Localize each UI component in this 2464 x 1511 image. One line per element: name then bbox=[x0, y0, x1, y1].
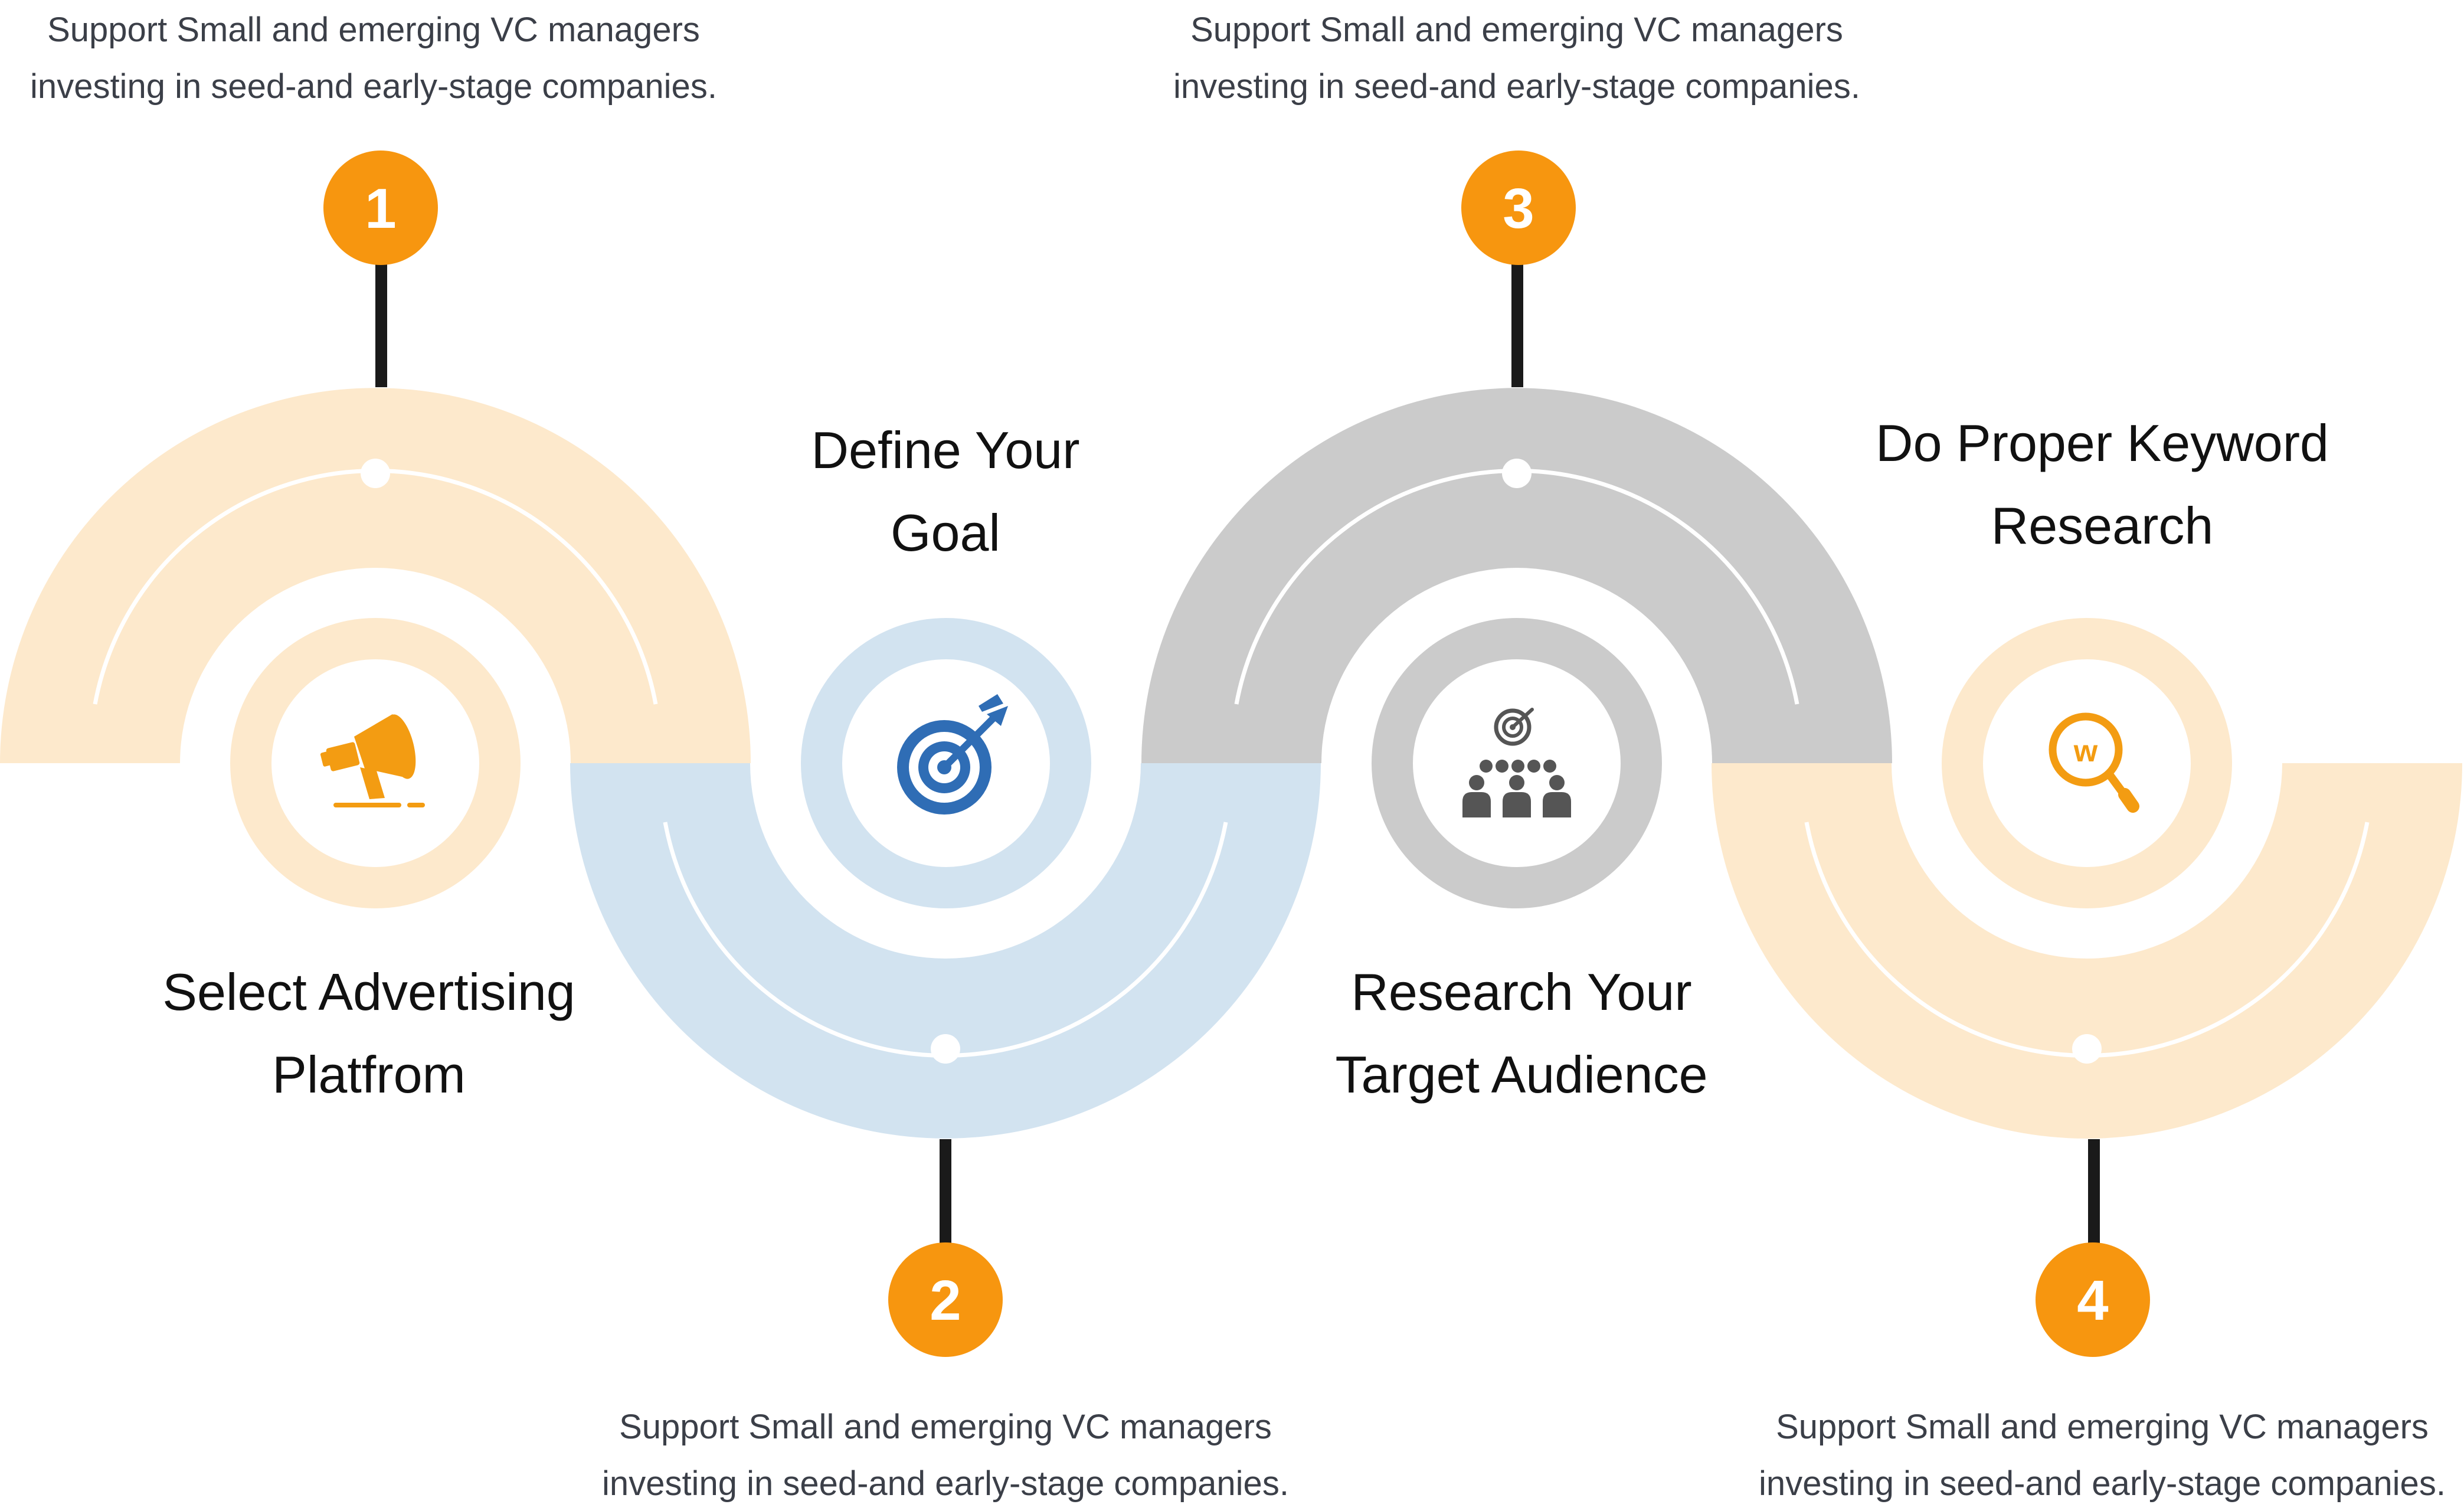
step-3-badge bbox=[1461, 151, 1576, 265]
step-1-number: 1 bbox=[365, 177, 396, 240]
step-4-description-line-2: investing in seed-and early-stage compan… bbox=[1759, 1464, 2446, 1503]
step-3-title-line-1: Research Your bbox=[1351, 963, 1691, 1021]
target-arrow-icon bbox=[897, 694, 1008, 815]
megaphone-icon bbox=[320, 714, 425, 807]
svg-text:w: w bbox=[2073, 734, 2098, 768]
step-2-title-line-2: Goal bbox=[891, 503, 1000, 562]
step-1-description-line-2: investing in seed-and early-stage compan… bbox=[30, 67, 717, 106]
audience-target-icon bbox=[1462, 708, 1571, 817]
step-4-number: 4 bbox=[2077, 1269, 2108, 1332]
step-2-badge bbox=[888, 1242, 1003, 1357]
band-3 bbox=[1141, 388, 1892, 763]
step-2-number: 2 bbox=[930, 1269, 961, 1332]
step-1-description-line-1: Support Small and emerging VC managers bbox=[47, 11, 700, 49]
step-3-title-line-2: Target Audience bbox=[1335, 1045, 1707, 1104]
step-4-badge bbox=[2036, 1242, 2150, 1357]
step-3-number: 3 bbox=[1503, 177, 1534, 240]
step-2-description-line-2: investing in seed-and early-stage compan… bbox=[602, 1464, 1289, 1503]
step-1-badge bbox=[323, 151, 438, 265]
band-2 bbox=[570, 763, 1321, 1139]
band-1-dot bbox=[361, 459, 390, 488]
step-4-description-line-1: Support Small and emerging VC managers bbox=[1776, 1408, 2429, 1446]
step-3-description-line-2: investing in seed-and early-stage compan… bbox=[1173, 67, 1860, 106]
step-3-description-line-1: Support Small and emerging VC managers bbox=[1190, 11, 1843, 49]
step-4-title-line-1: Do Proper Keyword bbox=[1876, 414, 2329, 472]
step-4-title-line-2: Research bbox=[1991, 496, 2214, 555]
stem-4 bbox=[2088, 1139, 2100, 1267]
stem-1 bbox=[375, 260, 387, 387]
step-2-description-line-1: Support Small and emerging VC managers bbox=[619, 1408, 1272, 1446]
keyword-search-icon: w bbox=[2049, 712, 2139, 813]
step-2-title-line-1: Define Your bbox=[811, 421, 1079, 479]
stem-2 bbox=[940, 1139, 951, 1267]
stem-3 bbox=[1511, 260, 1523, 387]
band-3-dot bbox=[1502, 459, 1532, 488]
band-4 bbox=[1712, 763, 2462, 1139]
band-4-dot bbox=[2072, 1034, 2102, 1064]
step-1-title-line-2: Platfrom bbox=[272, 1045, 466, 1104]
step-1-title-line-1: Select Advertising bbox=[162, 963, 575, 1021]
band-1 bbox=[0, 388, 751, 763]
band-2-dot bbox=[931, 1034, 960, 1064]
